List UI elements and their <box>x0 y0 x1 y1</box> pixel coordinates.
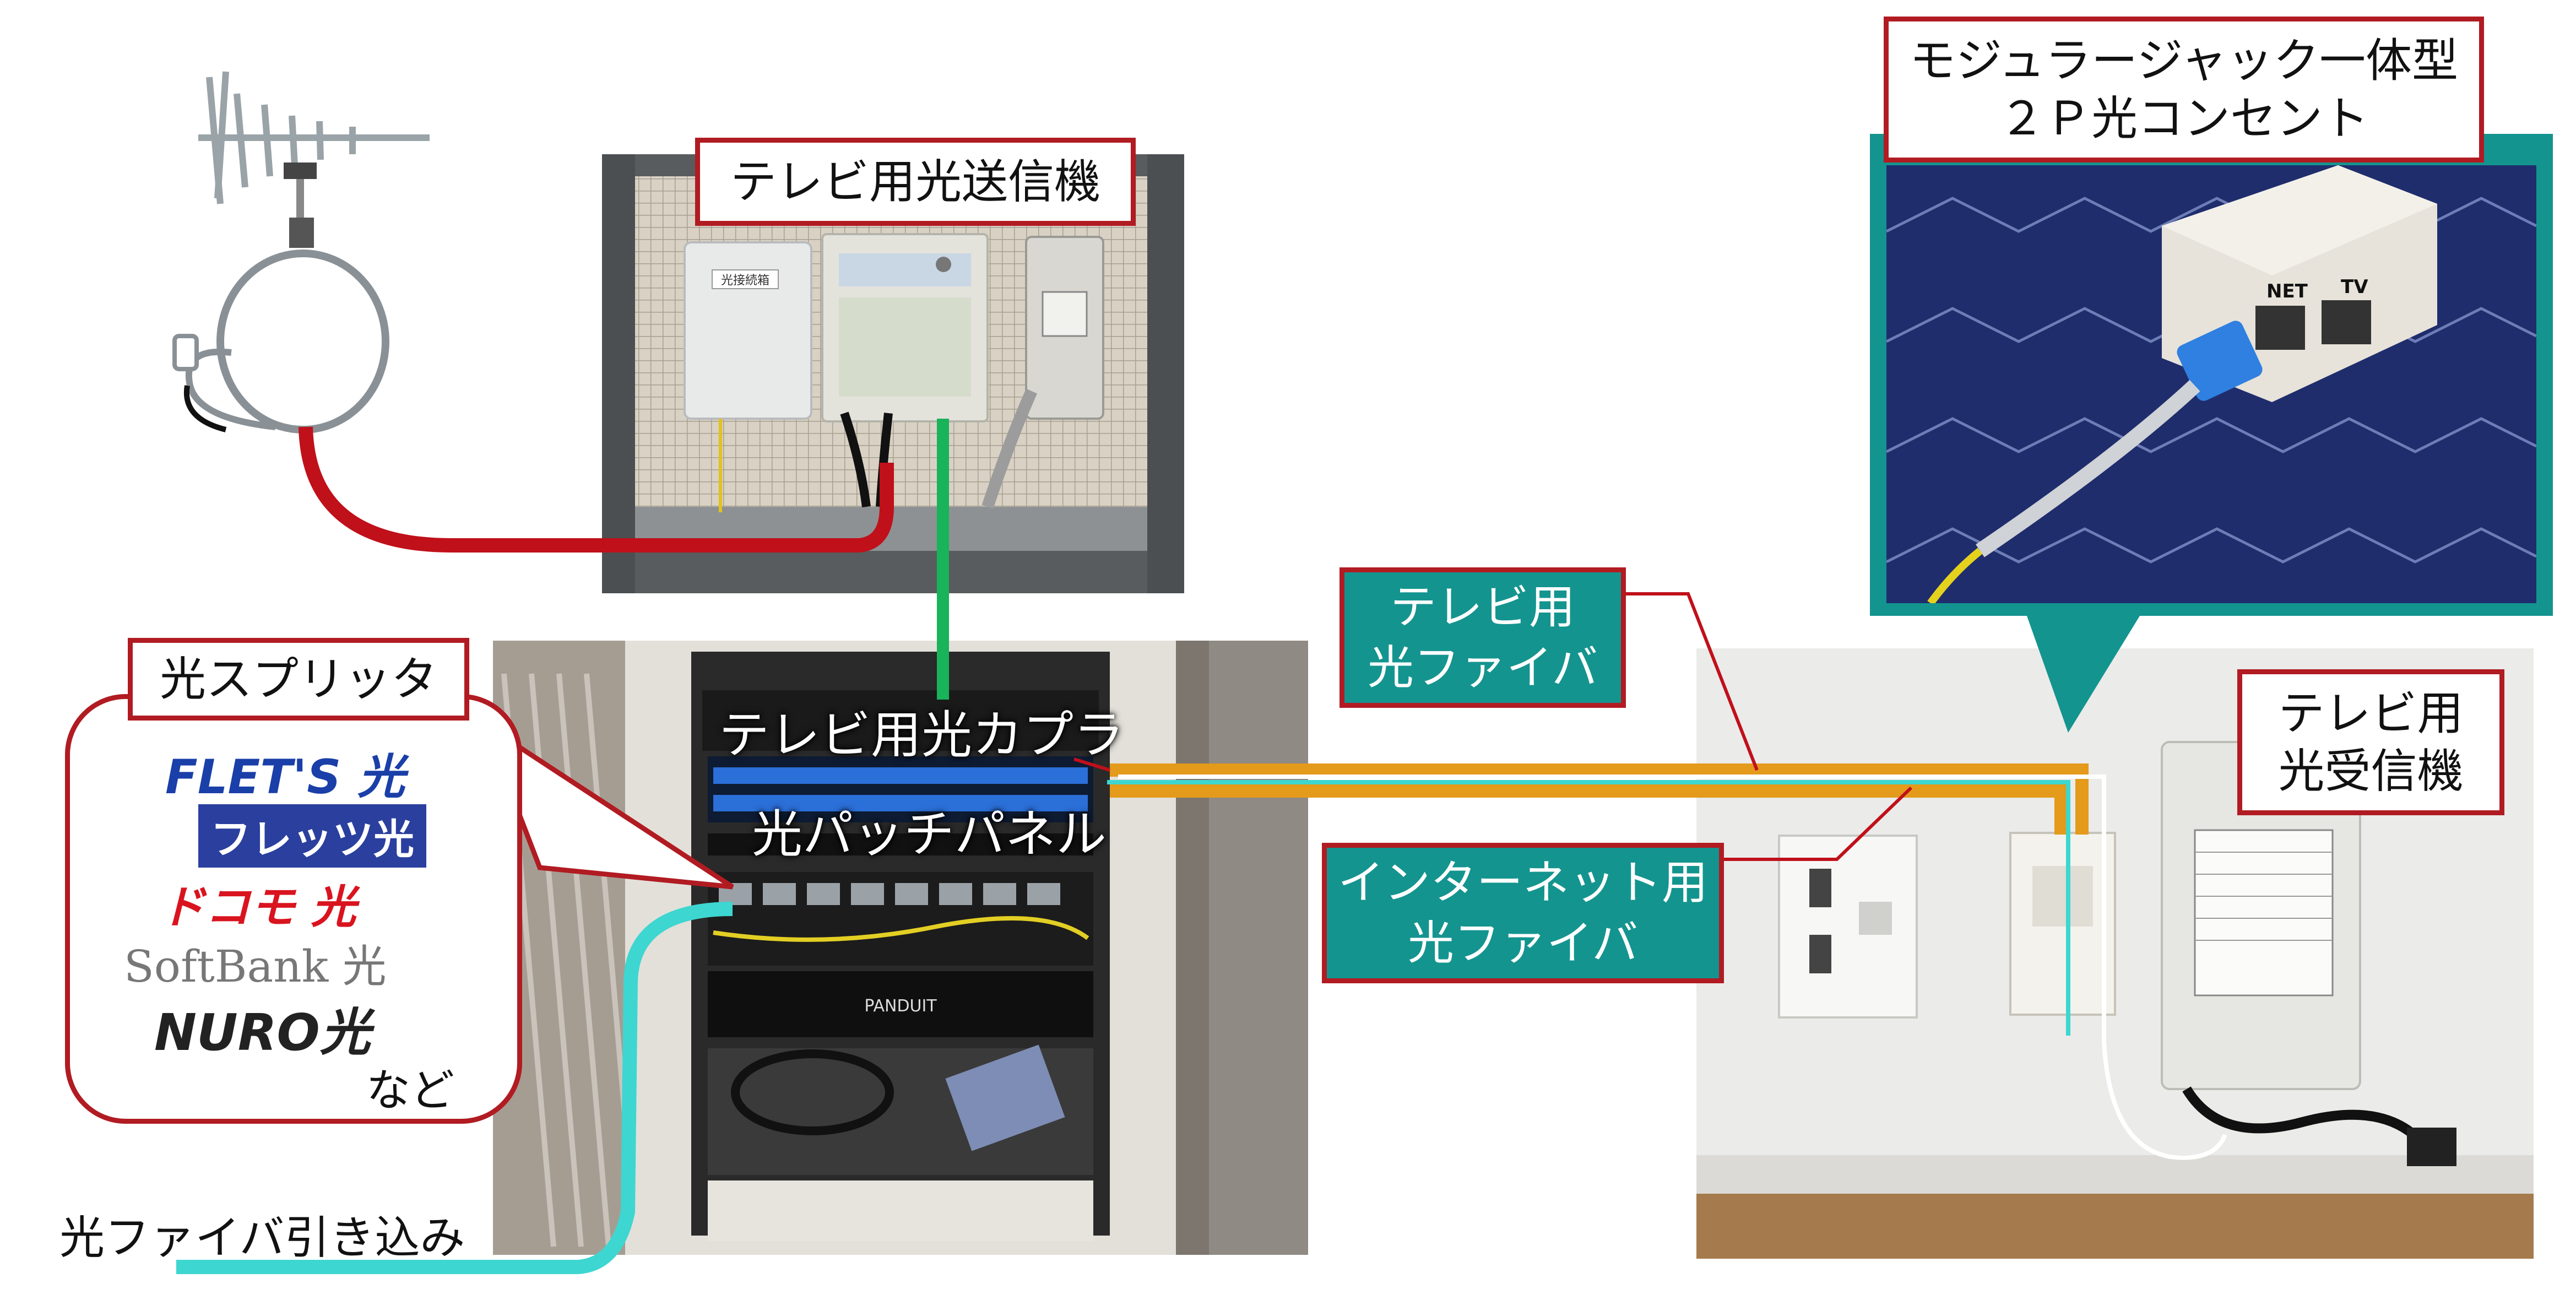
cyan-intake-fiber <box>176 902 733 1274</box>
docomo-logo: ドコモ 光 <box>160 870 356 936</box>
transmitter-photo: 光接続箱 <box>602 154 1184 593</box>
tv-coupler-text: テレビ用光カプラ <box>719 706 1125 765</box>
rack-photo: PANDUIT <box>493 641 1308 1255</box>
outlet-photo-front: NET TV <box>1886 165 2536 603</box>
fiber-intake-text: 光ファイバ引き込み <box>59 1212 465 1264</box>
softbank-text: SoftBank 光 <box>124 941 387 992</box>
internet-fiber-text: インターネット用 光ファイバ <box>1337 855 1708 970</box>
net-port-text-front: NET <box>2266 280 2308 302</box>
splitter-callout <box>65 694 522 1124</box>
nuro-text: NURO光 <box>154 1003 371 1062</box>
wall-photo <box>1696 648 2534 1259</box>
patch-panel-text: 光パッチパネル <box>752 805 1107 864</box>
modular-jack-label: モジュラージャック一体型 ２Ｐ光コンセント <box>1884 17 2484 163</box>
tv-fiber-label: テレビ用 光ファイバ <box>1339 567 1626 708</box>
optical-splitter-label: 光スプリッタ <box>128 638 469 721</box>
tv-fiber-text: テレビ用 光ファイバ <box>1367 580 1598 695</box>
softbank-logo: SoftBank 光 <box>124 931 387 995</box>
red-coax-cable <box>299 426 894 553</box>
box-label-text: 光接続箱 <box>721 274 769 288</box>
antenna-drawing <box>172 71 430 434</box>
tv-receiver-label: テレビ用 光受信機 <box>2237 669 2504 815</box>
panduit-text: PANDUIT <box>864 996 937 1016</box>
tv-transmitter-label: テレビ用光送信機 <box>695 138 1136 226</box>
flets-logo-a: FLET'S 光 <box>165 738 405 807</box>
modular-jack-text-2: ２Ｐ光コンセント <box>1998 91 2369 145</box>
docomo-text: ドコモ 光 <box>160 881 356 934</box>
modular-jack-text-1: モジュラージャック一体型 <box>1909 33 2459 88</box>
tv-transmitter-text: テレビ用光送信機 <box>730 154 1100 209</box>
etc-text: など <box>366 1065 454 1116</box>
flets-a-text: FLET'S 光 <box>165 750 405 805</box>
internet-fiber-label: インターネット用 光ファイバ <box>1322 843 1724 983</box>
tv-receiver-text: テレビ用 光受信機 <box>2278 686 2464 798</box>
cyan-internet-fiber <box>1107 780 2070 1036</box>
nuro-logo: NURO光 <box>154 992 371 1065</box>
flets-logo-b: フレッツ光 <box>198 804 426 868</box>
orange-tv-fiber <box>1110 763 2089 835</box>
tv-port-text-front: TV <box>2341 276 2368 298</box>
flets-b-text: フレッツ光 <box>210 816 414 863</box>
optical-splitter-text: 光スプリッタ <box>159 652 437 706</box>
